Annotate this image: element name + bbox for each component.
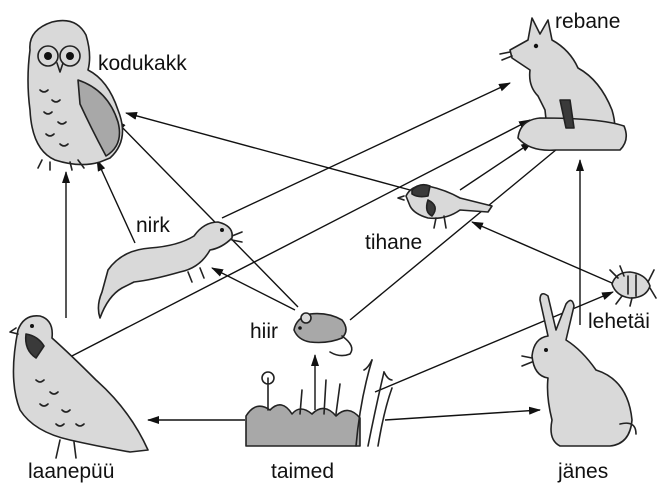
arrow-tihane-to-kodukakk: [125, 112, 411, 191]
label-laanepyy: laanepüü: [28, 460, 114, 483]
arrow-laanepyy-to-rebane: [67, 119, 531, 359]
fox-illustration: [499, 17, 628, 152]
grouse-illustration: [9, 314, 149, 459]
arrow-tihane-to-rebane: [459, 141, 533, 191]
label-tihane: tihane: [365, 231, 422, 254]
plants-illustration: [245, 359, 393, 447]
arrow-hiir-to-kodukakk: [114, 119, 299, 308]
arrow-taimed-to-janes: [384, 406, 541, 421]
labels: kodukakk rebane nirk tihane hiir lehetäi…: [28, 10, 650, 483]
label-rebane: rebane: [555, 10, 620, 33]
hare-illustration: [521, 292, 637, 447]
tit-illustration: [397, 183, 493, 229]
food-links: [62, 82, 614, 424]
owl-illustration: [27, 19, 124, 171]
label-lehetai: lehetäi: [588, 310, 650, 333]
aphid-illustration: [609, 265, 657, 307]
label-nirk: nirk: [136, 214, 170, 237]
arrow-lehetai-to-tihane: [471, 221, 613, 284]
arrow-nirk-to-kodukakk: [96, 159, 136, 244]
label-taimed: taimed: [271, 460, 334, 483]
mouse-illustration: [293, 312, 353, 357]
weasel-illustration: [97, 221, 243, 319]
arrow-hiir-to-rebane: [349, 129, 581, 321]
label-hiir: hiir: [250, 320, 278, 343]
label-janes: jänes: [557, 460, 608, 483]
label-kodukakk: kodukakk: [98, 52, 187, 75]
arrow-hiir-to-nirk: [211, 267, 296, 311]
arrow-nirk-to-rebane: [221, 82, 511, 219]
